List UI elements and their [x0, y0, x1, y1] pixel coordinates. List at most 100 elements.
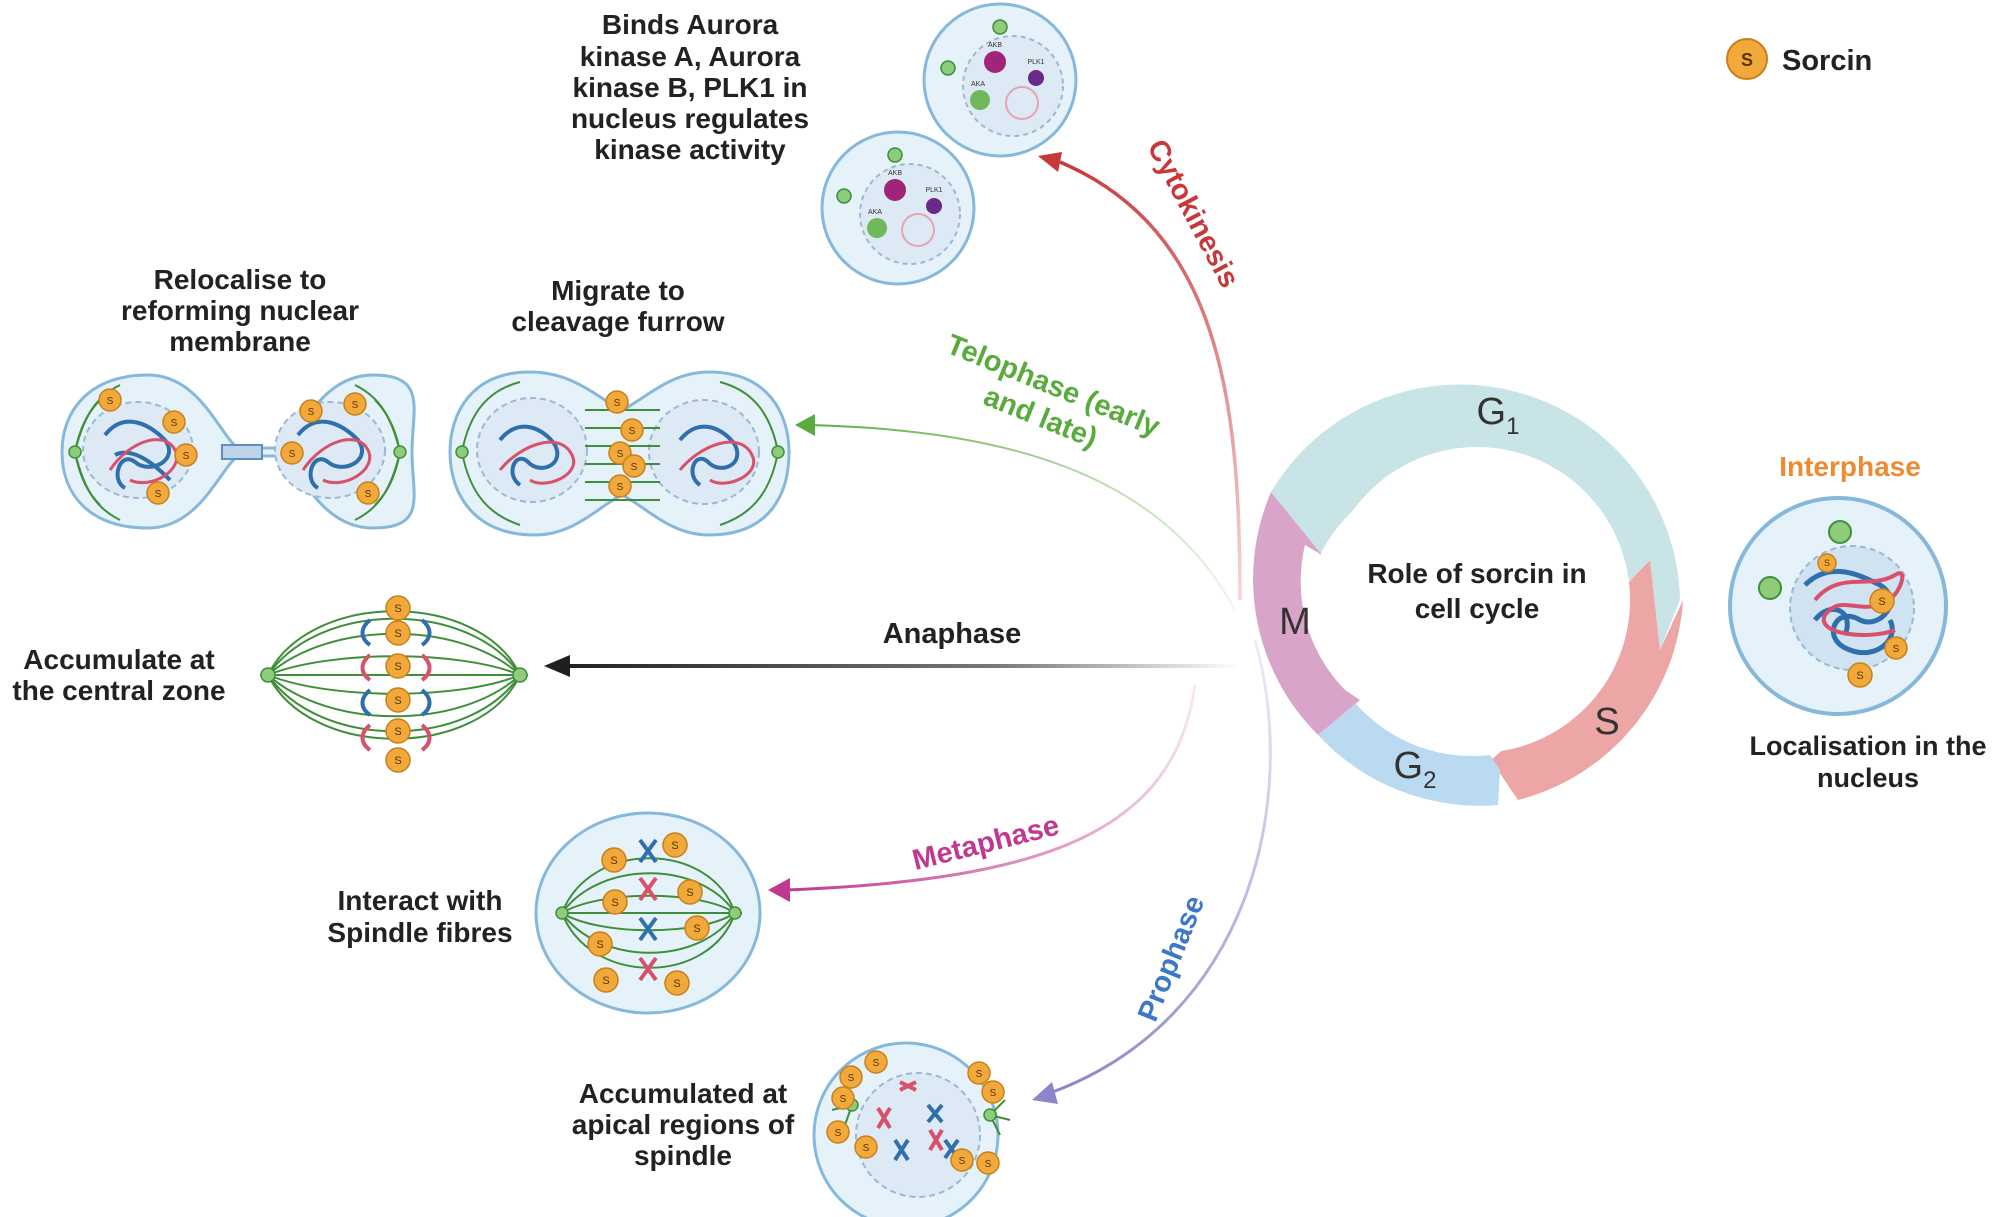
centrosome-icon: [728, 906, 742, 920]
kinase-label-plk1: PLK1: [1027, 59, 1044, 66]
prophase-nucleus: [855, 1072, 981, 1198]
caption-metaphase-line: Spindle fibres: [327, 917, 512, 948]
sorcin-icon-letter: S: [1856, 670, 1863, 682]
sorcin-legend-icon: [1726, 38, 1768, 80]
sorcin-icon-letter: S: [873, 1058, 880, 1069]
sorcin-icon-letter: S: [848, 1073, 855, 1084]
early-left-chromatin: [498, 424, 560, 487]
centrosome-icon: [940, 60, 956, 76]
sorcin-icon: [356, 481, 380, 505]
caption-anaphase-line: the central zone: [12, 675, 225, 706]
metaphase-arrowhead: [768, 878, 790, 902]
sorcin-icon-letter: S: [394, 755, 401, 767]
sorcin-icon: [343, 392, 367, 416]
chromatin-icon: [1005, 86, 1039, 120]
centrosome-icon: [887, 147, 903, 163]
sorcin-icon-letter: S: [394, 628, 401, 640]
centrosome-icon: [68, 445, 82, 459]
centrosome-icon: [512, 667, 528, 683]
anaphase-arrowhead: [544, 655, 570, 677]
metaphase-chromosomes: [638, 838, 658, 982]
caption-cytokinesis-line: nucleus regulates: [571, 103, 809, 134]
sorcin-icon-letter: S: [107, 396, 114, 407]
centrosome-icon: [771, 445, 785, 459]
interphase-title: Interphase: [1779, 451, 1921, 482]
sorcin-icon-letter: S: [614, 398, 621, 409]
caption-furrow-line: Migrate to: [551, 275, 685, 306]
caption-reform-line: Relocalise to: [154, 264, 327, 295]
early-left-chromatin-red: [498, 440, 576, 485]
plk1-icon: [1028, 70, 1044, 86]
aurora-kinase-b-icon: [884, 179, 906, 201]
kinase-label-plk1: PLK1: [925, 187, 942, 194]
sorcin-icon-letter: S: [629, 426, 636, 437]
prophase-chromosomes: [876, 1080, 960, 1162]
caption-anaphase: Accumulate at the central zone: [12, 644, 225, 706]
sorcin-icon-letter: S: [631, 462, 638, 473]
sorcin-icon-letter: S: [611, 897, 618, 909]
caption-cytokinesis-line: Binds Aurora: [602, 9, 779, 40]
centrosome-icon: [983, 1108, 997, 1122]
sorcin-icon: [1847, 662, 1873, 688]
sorcin-icon: [967, 1061, 991, 1085]
sorcin-icon-letter: S: [840, 1094, 847, 1105]
late-right-chromatin: [296, 419, 364, 490]
sorcin-icon: [385, 687, 411, 713]
telophase-arrowhead: [795, 414, 815, 436]
plk1-icon: [926, 198, 942, 214]
sorcin-icon: [826, 1120, 850, 1144]
ring-segment-m: [1253, 492, 1360, 735]
cytokinesis-arrowhead: [1038, 152, 1062, 172]
late-left-chromatin-red: [108, 438, 179, 485]
sorcin-icon-letter: S: [596, 939, 603, 951]
sorcin-icon-letter: S: [1893, 644, 1900, 655]
caption-furrow: Migrate to cleavage furrow: [511, 275, 724, 337]
ring-label-g2: G2: [1394, 745, 1437, 794]
sorcin-icon: [677, 879, 703, 905]
centrosome-icon: [836, 188, 852, 204]
sorcin-icon: [593, 967, 619, 993]
aurora-kinase-b-icon: [984, 51, 1006, 73]
sorcin-icon: [684, 915, 710, 941]
sorcin-icon-letter: S: [985, 1159, 992, 1170]
sorcin-icon-letter: S: [835, 1128, 842, 1139]
sorcin-icon-letter: S: [289, 449, 296, 460]
caption-prophase-line: spindle: [634, 1140, 732, 1171]
caption-furrow-line: cleavage furrow: [511, 306, 724, 337]
ring-label-s: S: [1594, 701, 1619, 743]
prophase-label: Prophase: [1132, 891, 1211, 1026]
sorcin-icon-letter: S: [693, 923, 700, 935]
sorcin-icon: [280, 441, 304, 465]
sorcin-icon: [299, 399, 323, 423]
centrosome-icon: [992, 19, 1008, 35]
sorcin-icon-letter: S: [394, 695, 401, 707]
sorcin-icon: [587, 931, 613, 957]
centrosome-icon: [455, 445, 469, 459]
sorcin-legend-label: Sorcin: [1782, 45, 1872, 77]
sorcin-icon-letter: S: [1824, 558, 1830, 568]
telophase-arrow: [809, 424, 1236, 611]
sorcin-icon-letter: S: [365, 489, 372, 500]
sorcin-icon: [976, 1151, 1000, 1175]
metaphase-spindle-fibres: [556, 857, 742, 969]
sorcin-icon: [864, 1050, 888, 1074]
ring-segment-g1: [1271, 384, 1680, 650]
sorcin-icon: [162, 410, 186, 434]
sorcin-icon-letter: S: [617, 482, 624, 493]
interphase-caption-line2: nucleus: [1817, 763, 1919, 793]
sorcin-icon: [385, 747, 411, 773]
sorcin-icon-letter: S: [959, 1156, 966, 1167]
caption-cytokinesis-line: kinase B, PLK1 in: [573, 72, 808, 103]
interphase-centrosome: [1758, 576, 1782, 600]
sorcin-icon: [1884, 636, 1908, 660]
sorcin-icon: [839, 1065, 863, 1089]
centrosome-icon: [393, 445, 407, 459]
telophase-label: Telophase (early and late): [942, 329, 1164, 455]
caption-prophase-line: apical regions of: [572, 1109, 795, 1140]
kinase-label-aka: AKA: [868, 209, 882, 216]
